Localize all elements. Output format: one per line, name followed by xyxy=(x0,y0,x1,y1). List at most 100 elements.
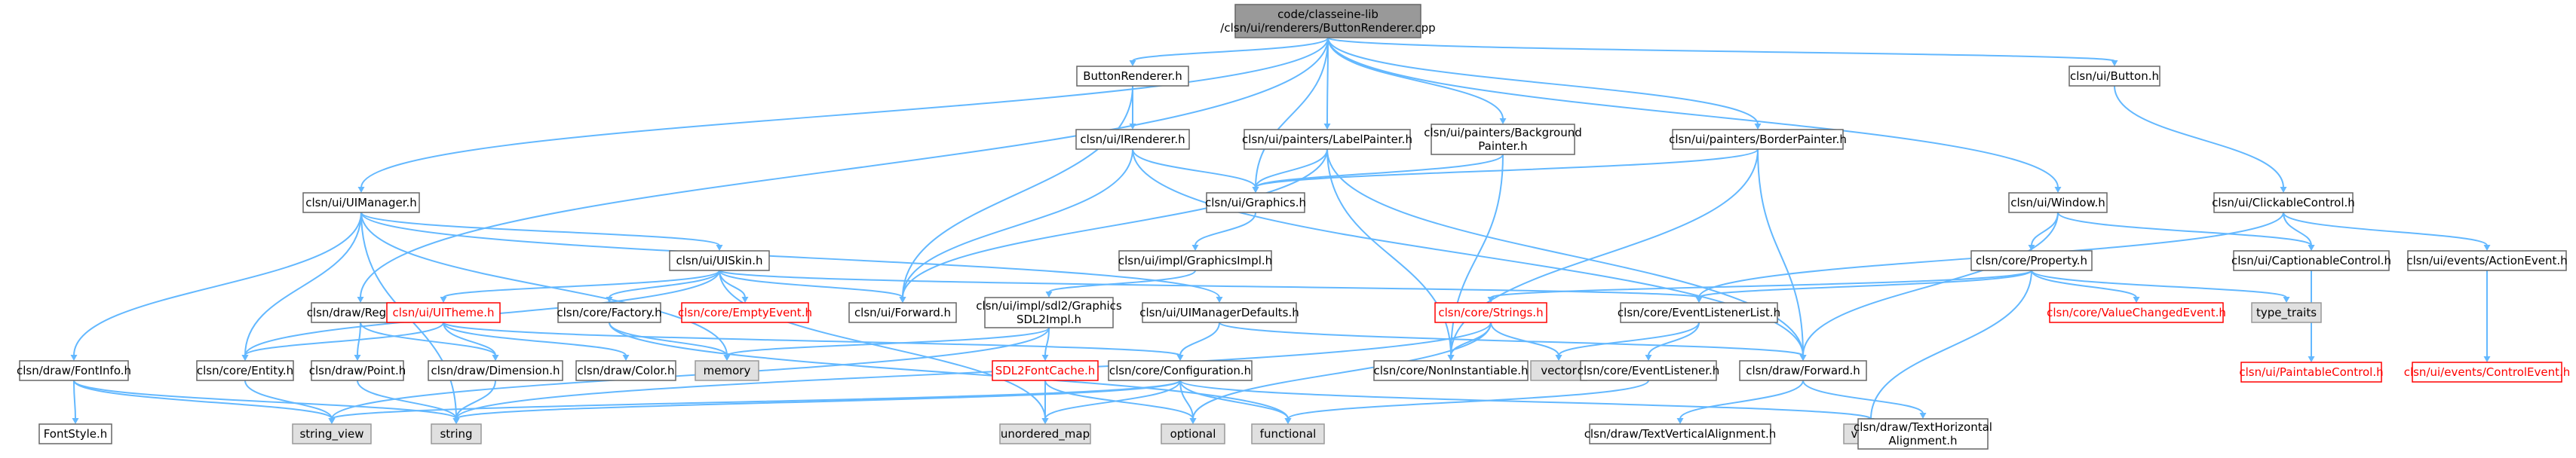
node-functional[interactable]: functional xyxy=(1251,423,1325,444)
node-window[interactable]: clsn/ui/Window.h xyxy=(2008,192,2108,213)
node-label: clsn/ui/UIManager.h xyxy=(305,196,417,209)
edge-drawforward-to-tvalign xyxy=(1679,380,1804,420)
node-point[interactable]: clsn/draw/Point.h xyxy=(309,360,406,381)
node-dimension[interactable]: clsn/draw/Dimension.h xyxy=(428,360,563,381)
edge-root-to-uimanager xyxy=(360,37,1329,188)
edge-drawforward-to-thalign xyxy=(1802,380,1924,414)
node-box xyxy=(2049,302,2224,323)
node-irenderer[interactable]: clsn/ui/IRenderer.h xyxy=(1075,129,1190,150)
node-box xyxy=(1580,360,1717,381)
node-label: clsn/core/Factory.h xyxy=(557,306,661,319)
node-label: clsn/draw/Dimension.h xyxy=(431,364,560,377)
node-string[interactable]: string xyxy=(431,423,482,444)
arrowhead-region-to-point xyxy=(354,355,361,361)
node-button[interactable]: clsn/ui/Button.h xyxy=(2068,66,2160,87)
node-actionevent[interactable]: clsn/ui/events/ActionEvent.h xyxy=(2406,250,2568,271)
node-label: Alignment.h xyxy=(1888,434,1957,447)
node-paintable[interactable]: clsn/ui/PaintableControl.h xyxy=(2239,362,2384,383)
edge-sdl2graphics-to-stringview xyxy=(331,327,1050,420)
node-tvalign[interactable]: clsn/draw/TextVerticalAlignment.h xyxy=(1584,423,1777,444)
node-sdl2fontcache[interactable]: SDL2FontCache.h xyxy=(992,360,1099,381)
node-factory[interactable]: clsn/core/Factory.h xyxy=(557,302,662,323)
edge-borderpainter-to-drawforward xyxy=(1757,148,1804,356)
arrowhead-property-to-strings xyxy=(1487,297,1495,303)
node-uimanager[interactable]: clsn/ui/UIManager.h xyxy=(302,192,420,213)
node-box xyxy=(1206,192,1305,213)
edge-uiskin-to-uitheme xyxy=(443,270,720,298)
node-root[interactable]: code/classeine-lib/clsn/ui/renderers/But… xyxy=(1220,4,1436,38)
node-borderpainter[interactable]: clsn/ui/painters/BorderPainter.h xyxy=(1669,129,1847,150)
node-uimgrdefaults[interactable]: clsn/ui/UIManagerDefaults.h xyxy=(1139,302,1299,323)
node-fontinfo[interactable]: clsn/draw/FontInfo.h xyxy=(17,360,131,381)
node-entity[interactable]: clsn/core/Entity.h xyxy=(196,360,294,381)
node-configuration[interactable]: clsn/core/Configuration.h xyxy=(1108,360,1253,381)
node-eventlistener[interactable]: clsn/core/EventListener.h xyxy=(1578,360,1720,381)
edge-uiskin-to-unorderedmap xyxy=(719,270,1046,420)
edge-eventlistenerlist-to-eventlistener xyxy=(1648,322,1700,356)
node-valuechanged[interactable]: clsn/core/ValueChangedEvent.h xyxy=(2047,302,2226,323)
node-label: /clsn/ui/renderers/ButtonRenderer.cpp xyxy=(1220,21,1435,35)
edge-uimgrdefaults-to-configuration xyxy=(1179,322,1220,356)
node-box xyxy=(984,297,1114,328)
node-noninstantiable[interactable]: clsn/core/NonInstantiable.h xyxy=(1373,360,1529,381)
arrowhead-root-to-labelpainter xyxy=(1323,124,1331,130)
edge-fontinfo-to-stringview xyxy=(73,380,333,420)
arrowhead-drawforward-to-thalign xyxy=(1919,413,1927,419)
node-box xyxy=(1244,129,1411,150)
node-emptyevent[interactable]: clsn/core/EmptyEvent.h xyxy=(678,302,812,323)
node-stringview[interactable]: string_view xyxy=(292,423,372,444)
node-strings[interactable]: clsn/core/Strings.h xyxy=(1434,302,1547,323)
arrowhead-uiskin-to-emptyevent xyxy=(741,297,749,303)
edge-borderpainter-to-graphics xyxy=(1255,148,1759,188)
node-captionable[interactable]: clsn/ui/CaptionableControl.h xyxy=(2231,250,2391,271)
node-box xyxy=(19,360,129,381)
node-typetraits[interactable]: type_traits xyxy=(2251,302,2322,323)
node-eventlistenerlist[interactable]: clsn/core/EventListenerList.h xyxy=(1618,302,1780,323)
node-controlevent[interactable]: clsn/ui/events/ControlEvent.h xyxy=(2404,362,2571,383)
node-uiforward[interactable]: clsn/ui/Forward.h xyxy=(848,302,957,323)
node-unorderedmap[interactable]: unordered_map xyxy=(999,423,1091,444)
node-uitheme[interactable]: clsn/ui/UITheme.h xyxy=(386,302,501,323)
edge-strings-to-optional xyxy=(1192,322,1492,420)
node-label: clsn/ui/events/ActionEvent.h xyxy=(2406,254,2567,267)
node-label: FontStyle.h xyxy=(44,427,108,441)
node-property[interactable]: clsn/core/Property.h xyxy=(1970,250,2093,271)
node-labelpainter[interactable]: clsn/ui/painters/LabelPainter.h xyxy=(1242,129,1412,150)
node-label: SDL2FontCache.h xyxy=(995,364,1096,377)
arrowhead-uiskin-to-uitheme xyxy=(440,297,447,303)
node-color[interactable]: clsn/draw/Color.h xyxy=(575,360,676,381)
arrowhead-configuration-to-unorderedmap xyxy=(1041,418,1049,424)
node-uiskin[interactable]: clsn/ui/UISkin.h xyxy=(669,250,770,271)
node-box xyxy=(2008,192,2108,213)
node-label: clsn/core/EventListener.h xyxy=(1578,364,1720,377)
node-label: unordered_map xyxy=(1001,427,1090,441)
node-clickable[interactable]: clsn/ui/ClickableControl.h xyxy=(2212,192,2355,213)
node-drawforward[interactable]: clsn/draw/Forward.h xyxy=(1739,360,1867,381)
arrowhead-uimanager-to-uimgrdefaults xyxy=(1216,297,1223,303)
node-fontstyle[interactable]: FontStyle.h xyxy=(38,423,112,444)
edge-property-to-strings xyxy=(1490,270,2032,298)
edge-irenderer-to-uiforward xyxy=(902,148,1133,298)
node-label: clsn/ui/ClickableControl.h xyxy=(2212,196,2355,209)
node-label: clsn/ui/Forward.h xyxy=(854,306,951,319)
node-box xyxy=(428,360,563,381)
node-buttonrenderer[interactable]: ButtonRenderer.h xyxy=(1076,66,1189,87)
edge-labelpainter-to-graphics xyxy=(1255,148,1328,188)
arrowhead-actionevent-to-controlevent xyxy=(2483,356,2491,362)
node-vector[interactable]: vector xyxy=(1530,360,1587,381)
node-label: clsn/ui/UISkin.h xyxy=(676,254,762,267)
node-graphics[interactable]: clsn/ui/Graphics.h xyxy=(1205,192,1306,213)
node-memory[interactable]: memory xyxy=(695,360,759,381)
node-label: clsn/core/ValueChangedEvent.h xyxy=(2047,306,2226,319)
nodes-layer: code/classeine-lib/clsn/ui/renderers/But… xyxy=(17,4,2571,450)
arrowhead-window-to-property xyxy=(2028,245,2035,251)
node-graphicsimpl[interactable]: clsn/ui/impl/GraphicsImpl.h xyxy=(1118,250,1272,271)
edge-dimension-to-string xyxy=(455,380,496,420)
node-label: clsn/core/Entity.h xyxy=(197,364,293,377)
node-optional[interactable]: optional xyxy=(1161,423,1225,444)
arrowhead-eventlistenerlist-to-vector xyxy=(1555,355,1562,361)
node-label: clsn/draw/TextVerticalAlignment.h xyxy=(1584,427,1777,441)
